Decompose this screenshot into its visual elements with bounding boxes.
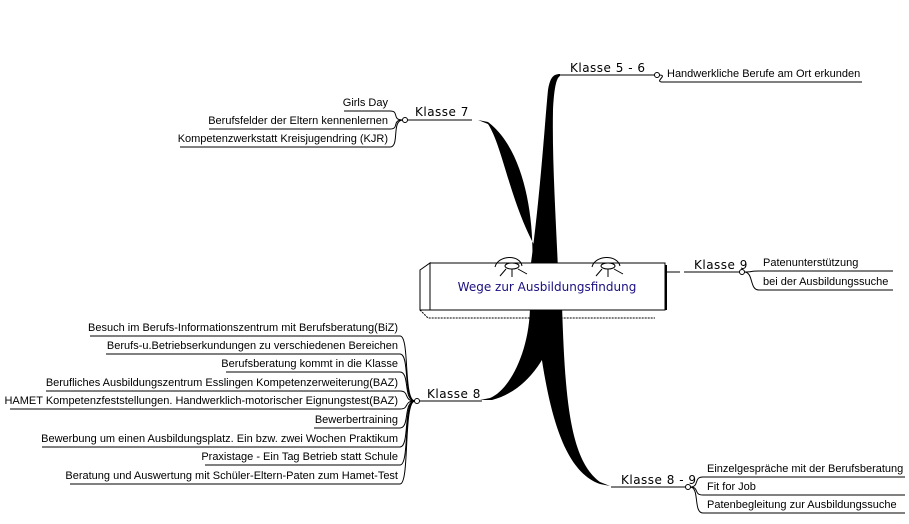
trunk-klasse-8-9	[535, 305, 610, 486]
node-handle[interactable]	[402, 117, 408, 123]
topic-item[interactable]: Berufs-u.Betriebserkundungen zu verschie…	[106, 340, 398, 352]
topic-item[interactable]: Berufsberatung kommt in die Klasse	[221, 358, 398, 370]
trunk-klasse-7	[478, 120, 550, 270]
topic-item[interactable]: Patenbegleitung zur Ausbildungssuche	[707, 499, 897, 511]
topic-connector	[689, 486, 905, 514]
topic-connector	[689, 476, 905, 488]
topic-item[interactable]: Fit for Job	[707, 481, 756, 493]
node-handle[interactable]	[414, 398, 420, 404]
topic-item[interactable]: Berufliches Ausbildungszentrum Esslingen…	[45, 377, 398, 389]
central-topic[interactable]: Wege zur Ausbildungsfindung	[457, 280, 637, 294]
branch-klasse-8[interactable]: Klasse 8	[427, 387, 481, 401]
topic-item[interactable]: Kompetenzwerkstatt Kreisjugendring (KJR)	[177, 133, 388, 145]
topic-item[interactable]: Berufsfelder der Eltern kennenlernen	[208, 115, 388, 127]
topic-item[interactable]: Einzelgespräche mit der Berufsberatung	[707, 463, 904, 475]
topic-connector	[90, 335, 416, 402]
topic-connector	[743, 270, 893, 273]
branch-klasse-7[interactable]: Klasse 7	[415, 105, 469, 119]
topic-item[interactable]: Bewerbertraining	[314, 414, 398, 426]
topic-item[interactable]: HAMET Kompetenzfeststellungen. Handwerkl…	[4, 395, 398, 407]
topic-item[interactable]: Patenunterstützung	[763, 257, 859, 269]
topic-connector	[46, 390, 416, 402]
trunk-klasse-5-6	[530, 74, 560, 270]
topic-item[interactable]: Handwerkliche Berufe am Ort erkunden	[667, 68, 861, 80]
topic-item[interactable]: Girls Day	[342, 97, 388, 109]
branch-klasse-8-9[interactable]: Klasse 8 - 9	[621, 473, 697, 487]
topic-item[interactable]: Praxistage - Ein Tag Betrieb statt Schul…	[201, 451, 398, 463]
topic-connector	[180, 119, 404, 148]
branch-klasse-5-6[interactable]: Klasse 5 - 6	[570, 61, 646, 75]
topic-item[interactable]: Beratung und Auswertung mit Schüler-Elte…	[65, 470, 398, 482]
topic-connector	[226, 371, 416, 402]
topic-connector	[70, 400, 416, 485]
topic-connector	[658, 74, 862, 83]
branch-klasse-9[interactable]: Klasse 9	[694, 258, 748, 272]
topic-item[interactable]: Bewerbung um einen Ausbildungsplatz. Ein…	[41, 433, 398, 445]
topic-connector	[344, 110, 404, 121]
topic-connector	[743, 271, 893, 291]
topic-item[interactable]: Besuch im Berufs-Informationszentrum mit…	[88, 322, 398, 334]
topic-item[interactable]: bei der Ausbildungssuche	[763, 276, 889, 288]
node-handle[interactable]	[654, 72, 660, 78]
